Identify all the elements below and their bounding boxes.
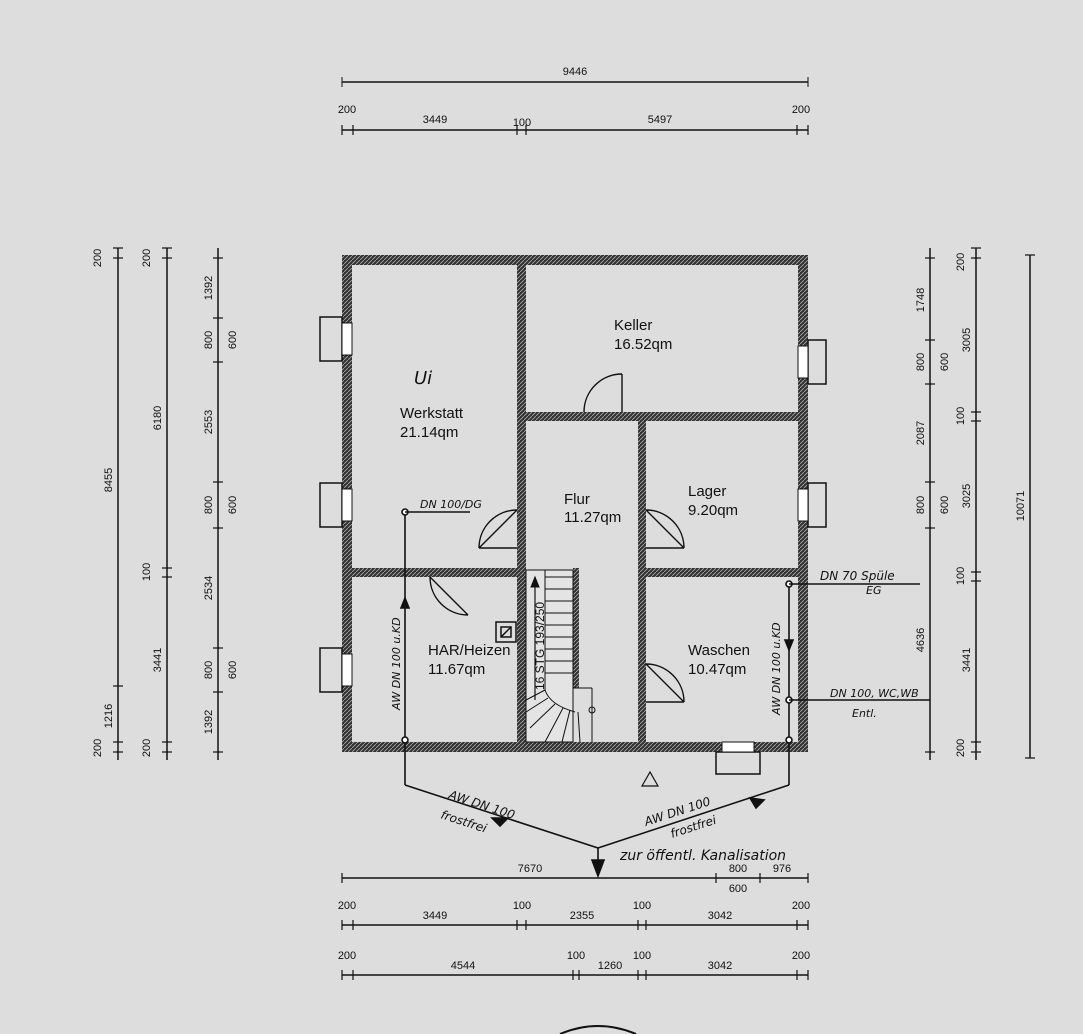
dim-left3-800a: 800 <box>203 331 215 349</box>
drainage <box>399 508 930 879</box>
dim-right-600a: 600 <box>939 353 951 371</box>
dim-bottom-800: 800 <box>729 863 747 875</box>
room-keller-area: 16.52qm <box>614 336 672 353</box>
dim-left2-3441: 3441 <box>152 648 164 672</box>
dim-b2-2355: 2355 <box>570 910 594 922</box>
pipe-wc-2: Entl. <box>852 707 877 720</box>
dim-right2-200b: 200 <box>955 739 967 757</box>
windows <box>319 316 827 775</box>
dim-b3-3042: 3042 <box>708 960 732 972</box>
dim-left2-6180: 6180 <box>152 406 164 430</box>
dim-left-8455: 8455 <box>103 468 115 492</box>
door-keller <box>583 373 623 413</box>
pipe-right-vertical: AW DN 100 u.KD <box>770 622 783 716</box>
pipe-labels: DN 100/DG AW DN 100 u.KD AW DN 100 u.KD … <box>390 498 919 864</box>
dim-left3-600b: 600 <box>227 496 239 514</box>
dim-b3-200b: 200 <box>792 950 810 962</box>
dim-top-100: 100 <box>513 117 531 129</box>
dim-b2-100b: 100 <box>633 900 651 912</box>
room-waschen-area: 10.47qm <box>688 661 746 678</box>
dim-right-800b: 800 <box>915 496 927 514</box>
dim-right2-100b: 100 <box>955 567 967 585</box>
dim-right2-3005: 3005 <box>961 328 973 352</box>
room-labels: Keller 16.52qm Ui Werkstatt 21.14qm Flur… <box>400 317 750 690</box>
dim-b3-1260: 1260 <box>598 960 622 972</box>
right-dimensions: 1748 800 600 2087 800 600 4636 200 3005 … <box>915 247 1035 760</box>
room-har-area: 11.67qm <box>428 661 485 678</box>
dim-right-1748: 1748 <box>915 288 927 312</box>
pipe-kanal: zur öffentl. Kanalisation <box>619 848 786 864</box>
stair-label: 16 STG 193/250 <box>533 602 547 690</box>
room-lager-name: Lager <box>688 483 726 500</box>
bottom-dimensions: 7670 800 976 600 200 3449 100 2355 100 3… <box>338 863 810 1034</box>
room-keller-name: Keller <box>614 317 652 334</box>
dim-b2-3042: 3042 <box>708 910 732 922</box>
pipe-left-vertical: AW DN 100 u.KD <box>390 617 403 711</box>
chimney <box>495 621 517 643</box>
dim-left2-200a: 200 <box>141 249 153 267</box>
room-har-name: HAR/Heizen <box>428 642 511 659</box>
pipe-spuele-2: EG <box>866 584 881 597</box>
dim-b3-100a: 100 <box>567 950 585 962</box>
room-waschen-name: Waschen <box>688 642 750 659</box>
dim-left3-800c: 800 <box>203 661 215 679</box>
dim-right2-100a: 100 <box>955 407 967 425</box>
dim-left2-100: 100 <box>141 563 153 581</box>
dim-left3-2553: 2553 <box>203 410 215 434</box>
pipe-wc-1: DN 100, WC,WB <box>830 687 919 700</box>
dim-right2-3025: 3025 <box>961 484 973 508</box>
pipe-dn100-dg: DN 100/DG <box>420 498 482 511</box>
dim-right2-200a: 200 <box>955 253 967 271</box>
dim-b2-3449: 3449 <box>423 910 447 922</box>
dim-top-3449: 3449 <box>423 114 447 126</box>
top-dimensions: 9446 200 3449 100 5497 200 <box>338 66 810 135</box>
pipe-spuele-1: DN 70 Spüle <box>820 569 895 583</box>
room-lager-area: 9.20qm <box>688 502 738 519</box>
dim-left-1216: 1216 <box>103 704 115 728</box>
dim-top-overall: 9446 <box>563 66 587 78</box>
room-werkstatt-area: 21.14qm <box>400 424 458 441</box>
doors <box>429 373 685 703</box>
dim-top-5497: 5497 <box>648 114 672 126</box>
room-flur-name: Flur <box>564 491 590 508</box>
dim-left3-600c: 600 <box>227 661 239 679</box>
dim-b2-200b: 200 <box>792 900 810 912</box>
dim-b2-100a: 100 <box>513 900 531 912</box>
dim-left3-1392a: 1392 <box>203 276 215 300</box>
dim-left3-800b: 800 <box>203 496 215 514</box>
dim-left3-600a: 600 <box>227 331 239 349</box>
dim-left3-2534: 2534 <box>203 576 215 600</box>
staircase <box>525 569 596 743</box>
room-werkstatt-mark: Ui <box>414 368 432 389</box>
room-werkstatt-name: Werkstatt <box>400 405 464 422</box>
dim-right-800a: 800 <box>915 353 927 371</box>
dim-left-200b: 200 <box>92 739 104 757</box>
dim-bottom-976: 976 <box>773 863 791 875</box>
dim-right-600b: 600 <box>939 496 951 514</box>
dim-b2-200a: 200 <box>338 900 356 912</box>
dim-b3-100b: 100 <box>633 950 651 962</box>
dim-right-4636: 4636 <box>915 628 927 652</box>
dim-bottom-7670: 7670 <box>518 863 542 875</box>
dim-left2-200b: 200 <box>141 739 153 757</box>
dim-right-2087: 2087 <box>915 421 927 445</box>
dim-bottom-600: 600 <box>729 883 747 895</box>
dim-right2-3441: 3441 <box>961 648 973 672</box>
dim-top-200a: 200 <box>338 104 356 116</box>
dim-right3-10071: 10071 <box>1015 491 1027 522</box>
room-flur-area: 11.27qm <box>564 509 621 526</box>
dim-left-200a: 200 <box>92 249 104 267</box>
dim-left3-1392b: 1392 <box>203 710 215 734</box>
left-dimensions: 200 8455 1216 200 200 6180 100 3441 200 … <box>92 247 239 760</box>
dim-b3-4544: 4544 <box>451 960 475 972</box>
dim-b3-200a: 200 <box>338 950 356 962</box>
dim-top-200b: 200 <box>792 104 810 116</box>
